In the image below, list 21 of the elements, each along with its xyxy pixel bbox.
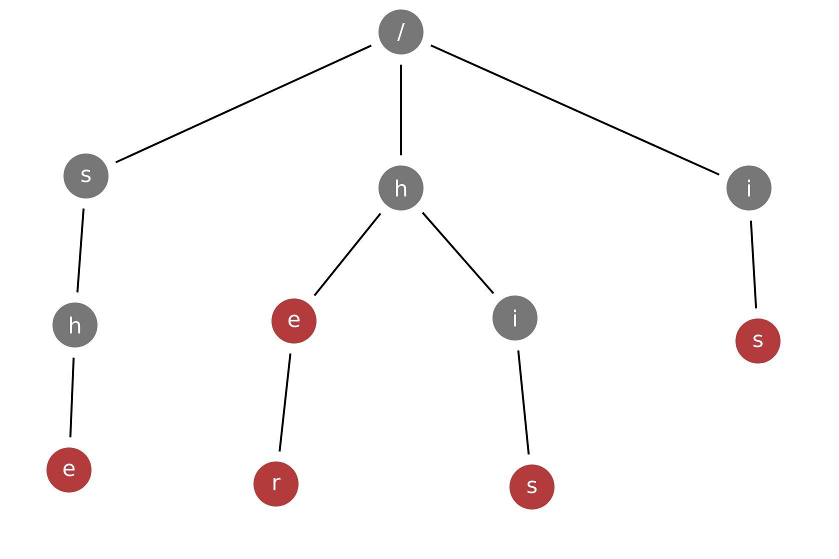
- tree-node: s: [64, 154, 108, 198]
- tree-node: s: [510, 464, 554, 510]
- tree-node: i: [726, 166, 772, 210]
- tree-node: /: [378, 10, 424, 54]
- tree-node: i: [492, 295, 538, 340]
- connector-line: [278, 353, 292, 452]
- tree-node: e: [46, 447, 92, 492]
- tree-node: r: [254, 461, 298, 506]
- connector-line: [115, 44, 372, 164]
- connector-line: [69, 358, 75, 438]
- connector-line: [314, 212, 382, 296]
- connector-line: [517, 350, 530, 455]
- connector-line: [750, 220, 758, 308]
- connector-line: [422, 212, 494, 294]
- connector-line: [76, 208, 85, 292]
- tree-node: e: [272, 298, 316, 344]
- tree-node: h: [52, 302, 98, 348]
- connector-line: [430, 44, 720, 176]
- connector-line: [400, 64, 402, 156]
- tree-node: h: [378, 166, 424, 210]
- tree-node: s: [736, 318, 780, 364]
